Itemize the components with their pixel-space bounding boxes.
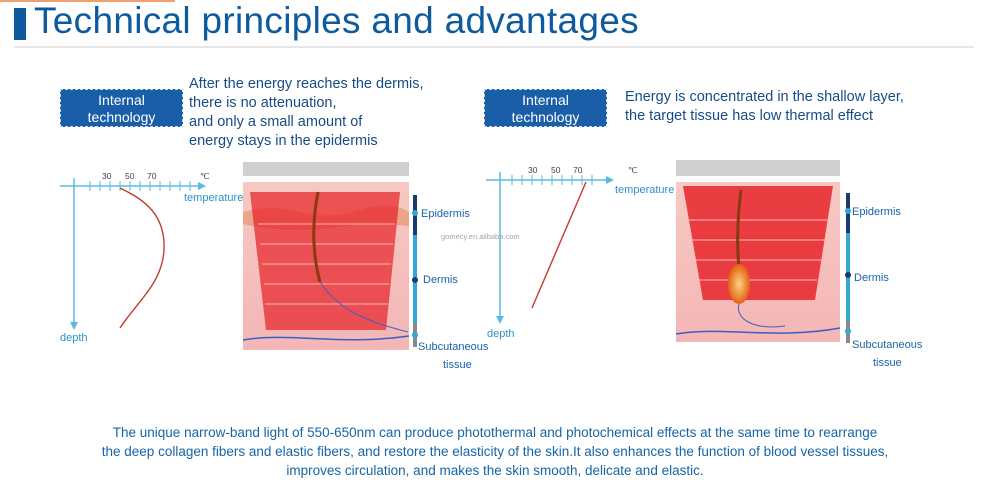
watermark: gomecy.en.alibaba.com (441, 232, 520, 241)
left-tick-30: 30 (102, 171, 112, 181)
right-energy-beam (683, 186, 833, 300)
right-unit-label: ℃ (628, 165, 638, 175)
left-x-axis-label: temperature (184, 192, 244, 204)
left-subcutaneous-dot (412, 332, 418, 338)
left-tick-70: 70 (147, 171, 157, 181)
right-badge-line1: Internal (522, 92, 569, 108)
title-divider (14, 46, 974, 48)
bottom-line: improves circulation, and makes the skin… (286, 463, 704, 478)
right-epidermis-dot (845, 208, 851, 214)
right-y-axis-arrow (496, 316, 504, 324)
right-layer-bar (845, 193, 851, 343)
right-technology-badge: Internal technology (484, 89, 607, 127)
left-desc-line: energy stays in the epidermis (189, 133, 378, 149)
bottom-line: The unique narrow-band light of 550-650n… (112, 425, 878, 440)
right-desc-line: the target tissue has low thermal effect (625, 108, 873, 124)
left-temperature-depth-graph (60, 178, 206, 330)
right-label-tissue: tissue (873, 357, 902, 369)
left-layer-bar (412, 195, 418, 347)
top-accent-line (0, 0, 175, 2)
right-temperature-depth-graph (486, 172, 614, 324)
left-technology-badge: Internal technology (60, 89, 183, 127)
left-desc-line: there is no attenuation, (189, 95, 337, 111)
right-dermis-dot (845, 272, 851, 278)
left-y-axis-arrow (70, 322, 78, 330)
left-energy-beam (250, 192, 400, 330)
right-tick-70: 70 (573, 165, 583, 175)
left-label-dermis: Dermis (423, 274, 458, 286)
right-device-head (676, 160, 840, 176)
left-description: After the energy reaches the dermis, the… (189, 75, 424, 151)
left-badge-line1: Internal (98, 92, 145, 108)
title-accent-bar (14, 8, 26, 40)
right-y-axis-label: depth (487, 328, 515, 340)
left-x-axis-arrow (198, 182, 206, 190)
left-epidermis-dot (412, 210, 418, 216)
left-desc-line: and only a small amount of (189, 114, 363, 130)
right-badge-line2: technology (511, 109, 580, 125)
right-hair-follicle (728, 264, 750, 304)
left-label-subcutaneous: Subcutaneous (418, 341, 489, 353)
right-tick-30: 30 (528, 165, 538, 175)
left-skin-illustration (242, 162, 410, 350)
right-label-subcutaneous: Subcutaneous (852, 339, 923, 351)
left-unit-label: ℃ (200, 171, 210, 181)
right-subcutaneous-dot (845, 328, 851, 334)
left-desc-line: After the energy reaches the dermis, (189, 76, 424, 92)
left-badge-line2: technology (87, 109, 156, 125)
right-label-dermis: Dermis (854, 272, 889, 284)
right-description: Energy is concentrated in the shallow la… (625, 88, 904, 126)
right-label-epidermis: Epidermis (852, 206, 901, 218)
left-y-axis-label: depth (60, 332, 88, 344)
page-title: Technical principles and advantages (34, 0, 639, 41)
left-device-head (243, 162, 409, 176)
left-dermis-dot (412, 277, 418, 283)
right-desc-line: Energy is concentrated in the shallow la… (625, 89, 904, 105)
right-tick-50: 50 (551, 165, 561, 175)
right-skin-illustration (675, 160, 841, 342)
left-temperature-curve (119, 187, 165, 329)
right-temperature-curve (531, 181, 587, 309)
left-label-epidermis: Epidermis (421, 208, 470, 220)
right-x-axis-label: temperature (615, 184, 675, 196)
left-label-tissue: tissue (443, 359, 472, 371)
right-x-axis-arrow (606, 176, 614, 184)
left-tick-50: 50 (125, 171, 135, 181)
bottom-description: The unique narrow-band light of 550-650n… (30, 423, 960, 480)
bottom-line: the deep collagen fibers and elastic fib… (101, 444, 889, 459)
